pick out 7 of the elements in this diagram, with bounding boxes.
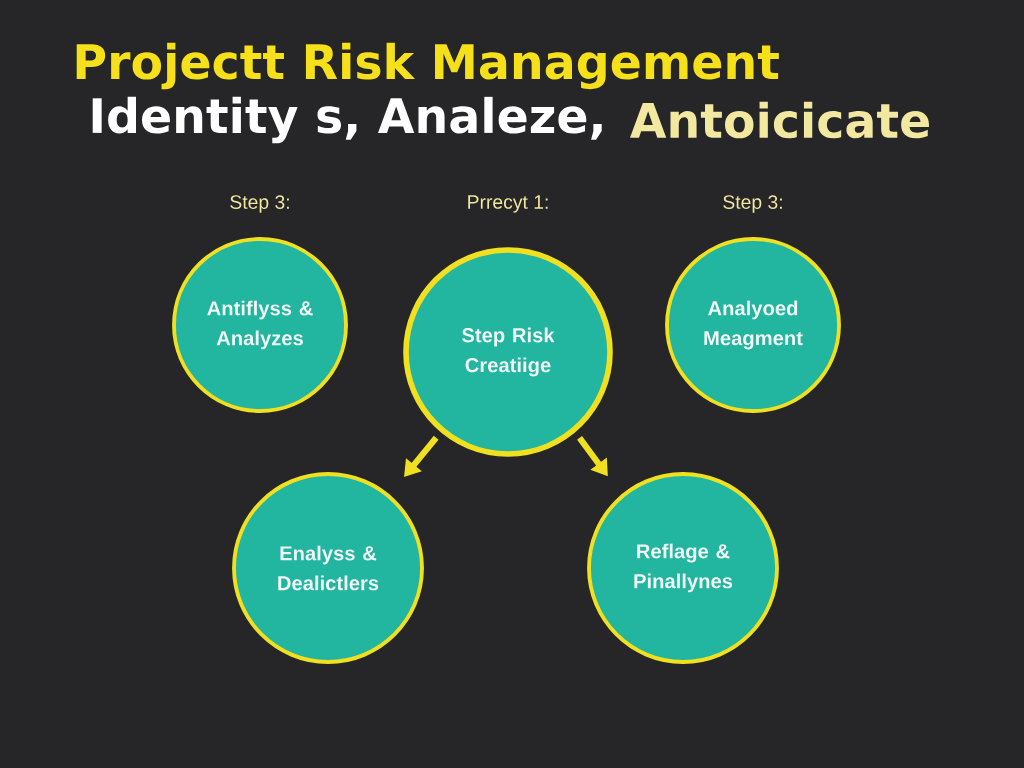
subtitle: Identity s, Analeze, — [92, 96, 602, 144]
step-label: Prrecyt 1: — [468, 195, 548, 213]
subtitle: Antoicicate — [630, 101, 929, 139]
title: Projectt Risk Management — [76, 42, 779, 90]
step-label: Step 3: — [723, 195, 782, 213]
arrow — [404, 435, 439, 477]
step-label: Step 3: — [230, 195, 289, 213]
